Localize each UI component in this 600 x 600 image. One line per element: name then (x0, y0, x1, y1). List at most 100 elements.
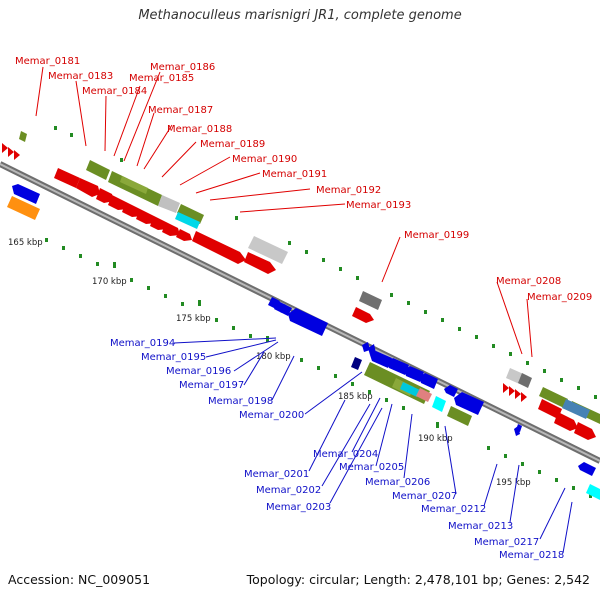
scale-label: 180 kbp (256, 352, 291, 362)
forward-gene-arrow[interactable] (8, 147, 14, 157)
reverse-features (7, 184, 600, 500)
reverse-gene-arrow[interactable] (362, 342, 370, 352)
reverse-gene-arrow[interactable] (280, 304, 292, 316)
reverse-gene-arrow[interactable] (514, 426, 520, 436)
gene-label[interactable]: Memar_0192 (316, 185, 381, 196)
reverse-gene-arrow[interactable] (578, 462, 596, 476)
map-title: Methanoculleus marisnigri JR1, complete … (138, 8, 462, 23)
reverse-gene-arrow[interactable] (351, 357, 362, 370)
gene-label[interactable]: Memar_0189 (200, 139, 265, 150)
forward-gene-arrow[interactable] (96, 188, 114, 203)
scale-label: 170 kbp (92, 277, 127, 287)
gene-label[interactable]: Memar_0190 (232, 154, 297, 165)
gene-label[interactable]: Memar_0194 (110, 338, 175, 349)
pseudo-gene[interactable] (518, 373, 532, 388)
reverse-labels (173, 337, 573, 554)
pseudo-gene[interactable] (416, 388, 432, 402)
other-feature[interactable] (400, 382, 420, 397)
forward-gene-arrow[interactable] (122, 202, 142, 217)
forward-gene-arrow[interactable] (136, 209, 156, 224)
gene-label[interactable]: Memar_0217 (474, 537, 539, 548)
accession-text: Accession: NC_009051 (8, 572, 151, 587)
forward-gene-arrow[interactable] (574, 422, 596, 440)
gene-label[interactable]: Memar_0196 (166, 366, 231, 377)
other-feature[interactable] (586, 484, 600, 500)
scale-label: 165 kbp (8, 238, 43, 248)
scale-label: 175 kbp (176, 314, 211, 324)
rna-gene[interactable] (447, 406, 472, 426)
gene-label[interactable]: Memar_0209 (527, 292, 592, 303)
reverse-gene-arrow[interactable] (404, 366, 424, 382)
gene-label[interactable]: Memar_0186 (150, 62, 215, 73)
rna-gene[interactable] (539, 387, 568, 408)
highlight-feature[interactable] (7, 196, 40, 220)
gene-label[interactable]: Memar_0191 (262, 169, 327, 180)
rna-gene[interactable] (86, 160, 110, 180)
forward-labels (35, 66, 533, 358)
gene-label[interactable]: Memar_0184 (82, 86, 147, 97)
reverse-gene-arrow[interactable] (288, 308, 328, 336)
forward-gene-arrow[interactable] (176, 229, 192, 241)
forward-gene-arrow[interactable] (503, 383, 509, 393)
gene-label[interactable]: Memar_0206 (365, 477, 430, 488)
forward-gene-arrow[interactable] (150, 216, 168, 230)
forward-gene-arrow[interactable] (509, 386, 515, 396)
forward-gene-arrow[interactable] (515, 389, 521, 399)
pseudo-gene[interactable] (359, 291, 382, 310)
gene-label[interactable]: Memar_0212 (421, 504, 486, 515)
pseudo-gene[interactable] (158, 195, 180, 213)
forward-gene-arrow[interactable] (244, 252, 276, 274)
gene-label[interactable]: Memar_0204 (313, 449, 378, 460)
reverse-gene-arrow[interactable] (444, 385, 458, 397)
gene-label[interactable]: Memar_0188 (167, 124, 232, 135)
gene-label[interactable]: Memar_0213 (448, 521, 513, 532)
gene-label[interactable]: Memar_0181 (15, 56, 80, 67)
forward-gene-arrow[interactable] (352, 307, 374, 323)
forward-gene-arrow[interactable] (538, 399, 562, 419)
gene-label[interactable]: Memar_0199 (404, 230, 469, 241)
pseudo-gene[interactable] (248, 236, 288, 264)
gene-label[interactable]: Memar_0201 (244, 469, 309, 480)
gene-label[interactable]: Memar_0185 (129, 73, 194, 84)
reverse-gene-arrow[interactable] (454, 392, 484, 415)
rna-gene[interactable] (177, 204, 204, 224)
forward-gene-arrow[interactable] (554, 412, 578, 431)
rna-gene[interactable] (19, 131, 27, 142)
reverse-gene-arrow[interactable] (12, 184, 40, 204)
gene-label[interactable]: Memar_0187 (148, 105, 213, 116)
forward-gene-arrow[interactable] (521, 392, 527, 402)
gene-label[interactable]: Memar_0198 (208, 396, 273, 407)
forward-gene-arrow[interactable] (108, 195, 128, 210)
gene-label[interactable]: Memar_0205 (339, 462, 404, 473)
guide-dots (45, 126, 597, 498)
gene-label[interactable]: Memar_0183 (48, 71, 113, 82)
scale-label: 195 kbp (496, 478, 531, 488)
other-feature[interactable] (175, 212, 200, 229)
gene-label[interactable]: Memar_0197 (179, 380, 244, 391)
forward-gene-arrow[interactable] (162, 222, 180, 236)
gene-label[interactable]: Memar_0208 (496, 276, 561, 287)
gene-label[interactable]: Memar_0193 (346, 200, 411, 211)
other-feature[interactable] (432, 396, 446, 412)
reverse-gene-arrow[interactable] (370, 351, 392, 368)
forward-gene-arrow[interactable] (76, 178, 100, 197)
forward-gene-arrow[interactable] (192, 231, 246, 264)
scale-ticks: 165 kbp 170 kbp 175 kbp 180 kbp 185 kbp … (8, 238, 531, 488)
scale-label: 190 kbp (418, 434, 453, 444)
forward-gene-arrow[interactable] (2, 143, 8, 153)
topology-summary: Topology: circular; Length: 2,478,101 bp… (246, 572, 590, 587)
gene-label[interactable]: Memar_0200 (239, 410, 304, 421)
steel-feature[interactable] (562, 399, 590, 419)
forward-gene-arrow[interactable] (14, 150, 20, 160)
forward-gene-arrow[interactable] (54, 168, 80, 188)
rna-gene[interactable] (120, 176, 148, 194)
reverse-gene-arrow[interactable] (419, 373, 438, 389)
gene-label[interactable]: Memar_0207 (392, 491, 457, 502)
gene-label[interactable]: Memar_0218 (499, 550, 564, 561)
reverse-gene-arrow[interactable] (368, 344, 376, 355)
gene-label[interactable]: Memar_0195 (141, 352, 206, 363)
gene-label[interactable]: Memar_0202 (256, 485, 321, 496)
reverse-gene-arrow[interactable] (387, 358, 409, 375)
forward-features (2, 131, 600, 440)
gene-label[interactable]: Memar_0203 (266, 502, 331, 513)
